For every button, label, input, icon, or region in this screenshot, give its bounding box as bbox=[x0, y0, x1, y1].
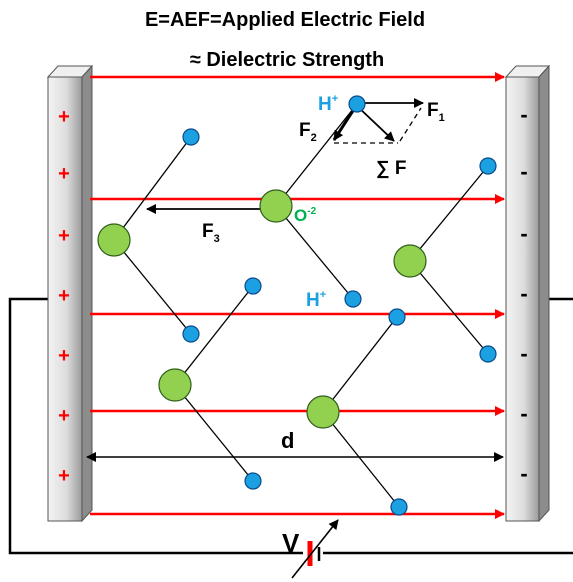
minus-charge-icon: - bbox=[520, 102, 527, 127]
hydrogen-atom bbox=[182, 128, 200, 146]
oxygen-atom bbox=[158, 368, 192, 402]
minus-charge-icon: - bbox=[520, 159, 527, 184]
oxygen-atom bbox=[306, 395, 340, 429]
plus-charge-icon: + bbox=[58, 345, 70, 367]
oxygen-label: O-2 bbox=[294, 206, 317, 225]
minus-charge-icon: - bbox=[520, 461, 527, 486]
f2-label: F2 bbox=[299, 120, 317, 144]
hydrogen-atoms bbox=[182, 95, 497, 516]
hydrogen-atom bbox=[388, 308, 406, 326]
f1-label: F1 bbox=[427, 100, 445, 124]
title-line2: ≈ Dielectric Strength bbox=[190, 49, 384, 71]
right-plate-charges: - - - - - - - bbox=[520, 102, 527, 486]
left-plate-charges: + + + + + + + bbox=[58, 106, 70, 487]
left-plate bbox=[46, 64, 94, 523]
force-vectors bbox=[146, 98, 424, 214]
hydrogen-atom bbox=[344, 290, 362, 308]
oxygen-atom bbox=[259, 189, 293, 223]
f3-label: F3 bbox=[202, 221, 220, 245]
hydrogen-top-label: H+ bbox=[318, 93, 338, 115]
plus-charge-icon: + bbox=[58, 285, 70, 307]
f2-arrow bbox=[332, 105, 358, 141]
hydrogen-mid-label: H+ bbox=[306, 289, 326, 311]
hydrogen-atom bbox=[182, 325, 200, 343]
molecule-bonds bbox=[113, 103, 489, 508]
hydrogen-atom bbox=[479, 157, 497, 175]
title-line1: E=AEF=Applied Electric Field bbox=[145, 9, 425, 31]
hydrogen-atom bbox=[390, 498, 408, 516]
minus-charge-icon: - bbox=[520, 281, 527, 306]
minus-charge-icon: - bbox=[520, 341, 527, 366]
variable-arrow-icon bbox=[291, 519, 339, 579]
field-lines bbox=[90, 72, 505, 519]
hydrogen-atom bbox=[348, 95, 366, 113]
distance-label: d bbox=[281, 428, 294, 453]
oxygen-atom bbox=[393, 244, 427, 278]
minus-charge-icon: - bbox=[520, 401, 527, 426]
hydrogen-atom bbox=[479, 345, 497, 363]
minus-charge-icon: - bbox=[520, 221, 527, 246]
plus-charge-icon: + bbox=[58, 405, 70, 427]
hydrogen-atom bbox=[244, 472, 262, 490]
plus-charge-icon: + bbox=[58, 163, 70, 185]
right-plate bbox=[504, 64, 551, 523]
plus-charge-icon: + bbox=[58, 225, 70, 247]
plus-charge-icon: + bbox=[58, 106, 70, 128]
sum-f-arrow bbox=[356, 105, 395, 142]
hydrogen-atom bbox=[244, 277, 262, 295]
oxygen-atom bbox=[97, 223, 131, 257]
oxygen-atoms bbox=[97, 189, 427, 429]
variable-battery bbox=[291, 519, 339, 579]
sum-f-label: ∑ F bbox=[376, 158, 406, 179]
plus-charge-icon: + bbox=[58, 465, 70, 487]
parallelogram-dash-2 bbox=[399, 107, 422, 142]
voltage-label: V bbox=[282, 528, 300, 558]
